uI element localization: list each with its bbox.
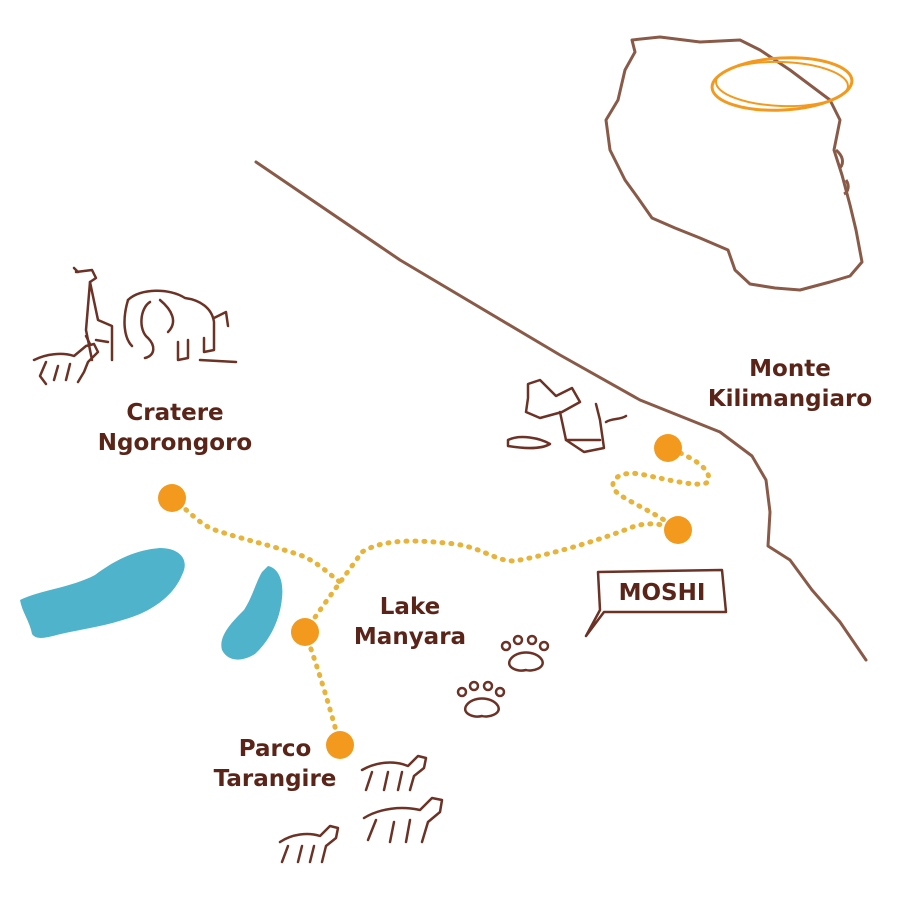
giraffe-icon [72,266,114,362]
lake-eyasi [20,548,185,638]
paw-print-icon [500,634,550,672]
boots-icon [506,378,628,454]
label-tarangire-line1: Parco [238,736,312,762]
label-kilimanjaro: Monte Kilimangiaro [700,354,880,414]
region-highlight-ellipse-2 [715,60,849,108]
antelope-icon [362,796,444,844]
label-kilimanjaro-line2: Kilimangiaro [707,386,873,412]
antelope-icon [360,754,428,792]
label-ngorongoro-line2: Ngorongoro [97,430,253,456]
label-moshi: MOSHI [618,580,706,606]
stop-dot-kilimanjaro[interactable] [654,434,682,462]
border-line [254,160,868,662]
stop-dot-manyara[interactable] [291,618,319,646]
label-ngorongoro: Cratere Ngorongoro [90,398,260,458]
stop-dot-tarangire[interactable] [326,731,354,759]
label-tarangire-line2: Tarangire [213,766,337,792]
stop-dot-moshi[interactable] [664,516,692,544]
antelope-icon [278,824,340,864]
label-ngorongoro-line1: Cratere [126,400,224,426]
moshi-sign-frame [584,568,728,638]
label-manyara-line2: Manyara [353,624,467,650]
label-kilimanjaro-line1: Monte [749,356,831,382]
label-tarangire: Parco Tarangire [200,734,350,794]
label-manyara: Lake Manyara [340,592,480,652]
antelope-icon [32,334,100,386]
stop-dot-ngorongoro[interactable] [158,484,186,512]
lake-manyara [221,566,283,660]
tanzania-inset-map-icon [604,35,864,292]
label-manyara-line1: Lake [379,594,441,620]
region-highlight-ellipse [710,56,854,112]
paw-print-icon [456,680,506,718]
elephant-icon [123,289,238,364]
